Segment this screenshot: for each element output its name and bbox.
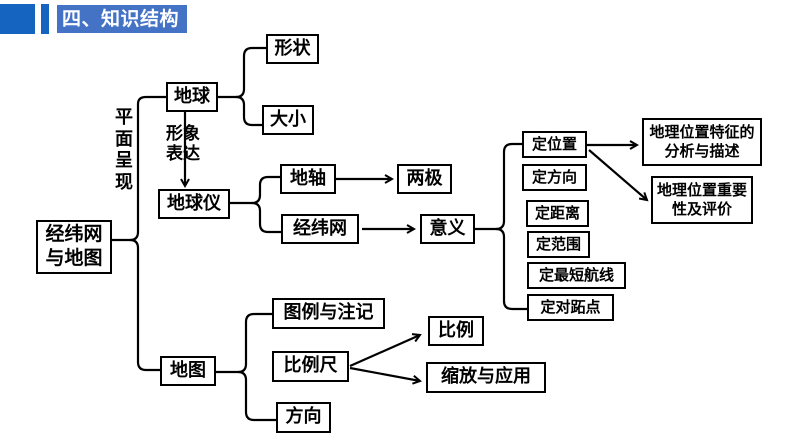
legend-node: 图例与注记 xyxy=(272,298,385,329)
meaning-brace xyxy=(474,142,524,231)
image-label: 形象表达 xyxy=(166,124,200,164)
meaning-item: 定范围 xyxy=(527,231,590,258)
root-brace-lower xyxy=(136,248,166,372)
poles-node: 两极 xyxy=(397,164,452,194)
planar-label: 平面呈现 xyxy=(115,107,133,193)
section-title: 四、知识结构 xyxy=(57,5,187,33)
earth-node: 地球 xyxy=(166,82,218,112)
shape-node: 形状 xyxy=(266,34,319,64)
map-brace xyxy=(216,312,272,374)
grid-node: 经纬网 xyxy=(281,214,359,244)
meaning-item: 定最短航线 xyxy=(527,262,626,289)
position-arrow-2 xyxy=(588,149,647,200)
header-accent-bar xyxy=(0,4,35,34)
meaning-item: 定位置 xyxy=(522,131,587,158)
globe-node: 地球仪 xyxy=(158,189,230,219)
zoom-application-node: 缩放与应用 xyxy=(426,362,546,393)
meaning-item: 定对跖点 xyxy=(527,294,614,321)
earth-brace xyxy=(218,46,266,99)
meaning-node: 意义 xyxy=(420,214,475,244)
position-importance-node: 地理位置重要性及评价 xyxy=(651,176,753,224)
axis-node: 地轴 xyxy=(280,164,336,194)
ratio-node: 比例 xyxy=(428,316,484,346)
globe-brace xyxy=(228,175,282,205)
meaning-item: 定距离 xyxy=(526,200,589,227)
scale-node: 比例尺 xyxy=(272,351,349,382)
header-accent-bar-thin xyxy=(41,4,49,34)
meaning-item: 定方向 xyxy=(522,164,587,191)
position-feature-node: 地理位置特征的分析与描述 xyxy=(642,118,762,166)
map-node: 地图 xyxy=(160,356,216,386)
root-node: 经纬网与地图 xyxy=(36,220,112,274)
scale-arrow-2 xyxy=(349,366,420,381)
size-node: 大小 xyxy=(262,105,314,135)
scale-arrow-1 xyxy=(349,335,420,368)
direction-node: 方向 xyxy=(276,402,331,433)
